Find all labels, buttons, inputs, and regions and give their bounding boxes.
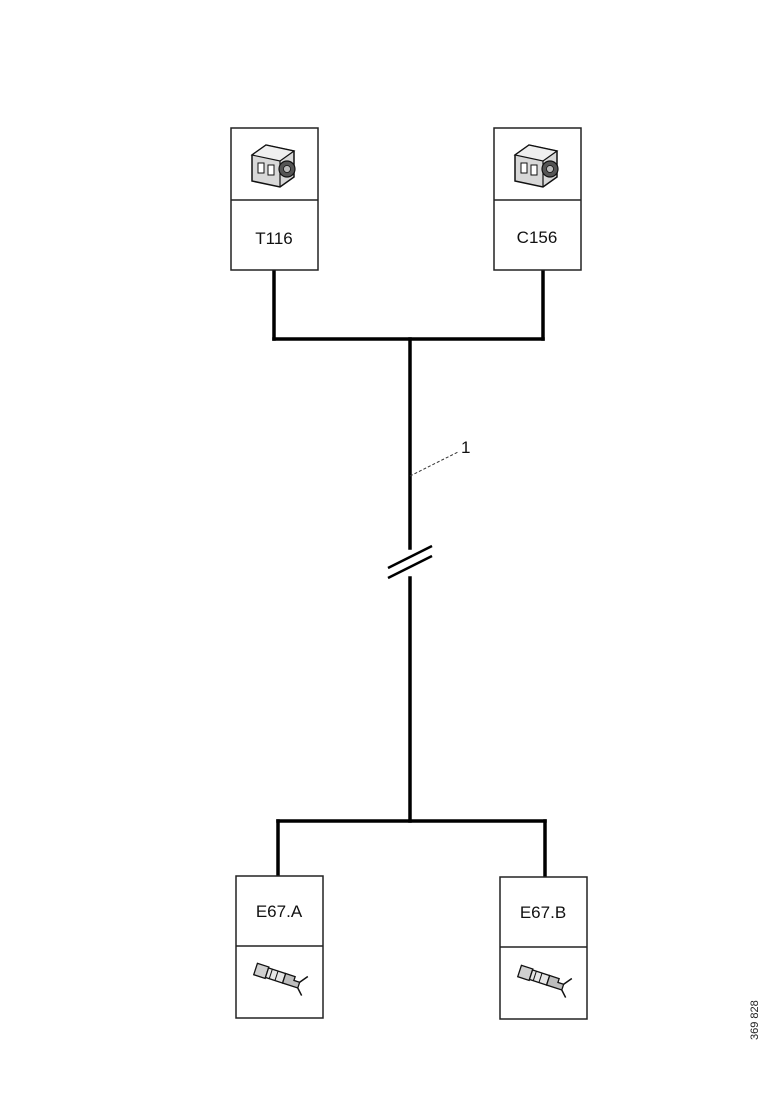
component-label-e67a: E67.A: [256, 902, 303, 921]
connector-socket-icon: [513, 144, 559, 188]
component-label-c156: C156: [517, 228, 558, 247]
wiring: [272, 270, 547, 878]
figure-reference-number: 369 828: [749, 1000, 761, 1040]
wire-break-symbol: [387, 544, 433, 580]
component-c156: C156: [493, 127, 582, 271]
callout-1: 1: [409, 438, 470, 477]
component-label-t116: T116: [255, 229, 293, 248]
terminal-pin-icon: [252, 962, 309, 996]
component-label-e67b: E67.B: [520, 903, 566, 922]
connector-socket-icon: [250, 144, 296, 188]
component-e67b: E67.B: [499, 876, 588, 1020]
terminal-pin-icon: [516, 964, 573, 998]
component-t116: T116: [230, 127, 319, 271]
component-e67a: E67.A: [235, 875, 324, 1019]
callout-label: 1: [461, 438, 470, 457]
callout-leader: [409, 451, 459, 477]
